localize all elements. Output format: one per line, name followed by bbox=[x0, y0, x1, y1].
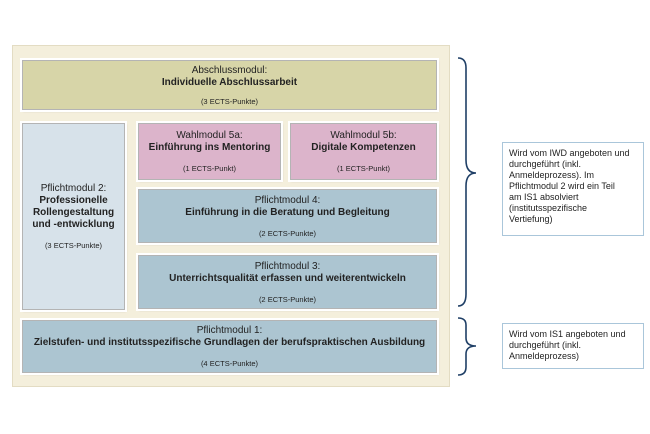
note-iwd-line: Anmeldeprozess). Im bbox=[509, 170, 595, 180]
module-wahl5a-name: Einführung ins Mentoring bbox=[148, 142, 271, 153]
note-iwd-line: Pflichtmodul 2 wird ein Teil bbox=[509, 181, 615, 191]
module-pflicht2-name-line-3: und -entwicklung bbox=[32, 219, 115, 230]
module-pflicht2-title: Pflichtmodul 2: bbox=[40, 183, 107, 194]
module-wahl5a: Wahlmodul 5a: Einführung ins Mentoring (… bbox=[136, 121, 283, 182]
module-pflicht4: Pflichtmodul 4: Einführung in die Beratu… bbox=[136, 187, 439, 245]
module-wahl5a-title: Wahlmodul 5a: bbox=[176, 130, 243, 141]
module-pflicht2: Pflichtmodul 2: Professionelle Rollenges… bbox=[20, 121, 127, 312]
module-wahl5b-title: Wahlmodul 5b: bbox=[330, 130, 397, 141]
module-abschluss-name: Individuelle Abschlussarbeit bbox=[161, 76, 298, 88]
module-wahl5b: Wahlmodul 5b: Digitale Kompetenzen (1 EC… bbox=[288, 121, 439, 182]
note-iwd-line: durchgeführt (inkl. bbox=[509, 159, 582, 169]
module-wahl5b-ects: (1 ECTS-Punkt) bbox=[337, 164, 390, 173]
note-iwd-line: Vertiefung) bbox=[509, 214, 553, 224]
note-is1-line: Wird vom IS1 angeboten und bbox=[509, 329, 626, 339]
module-pflicht3: Pflichtmodul 3: Unterrichtsqualität erfa… bbox=[136, 253, 439, 311]
curly-brackets bbox=[457, 57, 477, 376]
note-iwd-line: (institutsspezifische bbox=[509, 203, 588, 213]
module-abschluss-title: Abschlussmodul: bbox=[191, 64, 268, 76]
module-pflicht1-ects: (4 ECTS-Punkte) bbox=[200, 359, 259, 368]
module-pflicht2-name-line-1: Professionelle bbox=[39, 195, 108, 206]
note-is1: Wird vom IS1 angeboten und durchgeführt … bbox=[502, 323, 644, 369]
module-abschluss: Abschlussmodul: Individuelle Abschlussar… bbox=[20, 58, 439, 112]
module-pflicht3-ects: (2 ECTS-Punkte) bbox=[258, 294, 317, 304]
note-iwd-line: Wird vom IWD angeboten und bbox=[509, 148, 630, 158]
module-abschluss-ects: (3 ECTS-Punkte) bbox=[200, 96, 259, 106]
module-pflicht1: Pflichtmodul 1: Zielstufen- und institut… bbox=[20, 318, 439, 375]
brace-lower bbox=[457, 317, 477, 376]
module-pflicht4-ects: (2 ECTS-Punkte) bbox=[258, 228, 317, 238]
module-pflicht3-title: Pflichtmodul 3: bbox=[254, 260, 321, 272]
module-pflicht2-name-line-2: Rollengestaltung bbox=[32, 207, 115, 218]
module-pflicht4-name: Einführung in die Beratung und Begleitun… bbox=[185, 206, 390, 218]
module-pflicht4-title: Pflichtmodul 4: bbox=[254, 194, 321, 206]
note-is1-line: Anmeldeprozess) bbox=[509, 351, 580, 361]
module-pflicht1-title: Pflichtmodul 1: bbox=[196, 325, 263, 336]
note-is1-line: durchgeführt (inkl. bbox=[509, 340, 582, 350]
module-pflicht2-ects: (3 ECTS-Punkte) bbox=[44, 241, 103, 250]
module-pflicht1-name: Zielstufen- und institutsspezifische Gru… bbox=[33, 337, 426, 348]
note-iwd: Wird vom IWD angeboten und durchgeführt … bbox=[502, 142, 644, 236]
note-iwd-line: am IS1 absolviert bbox=[509, 192, 579, 202]
module-pflicht3-name: Unterrichtsqualität erfassen und weitere… bbox=[169, 272, 406, 284]
module-wahl5b-name: Digitale Kompetenzen bbox=[311, 142, 416, 153]
brace-upper bbox=[457, 57, 477, 307]
module-wahl5a-ects: (1 ECTS-Punkt) bbox=[183, 164, 236, 173]
